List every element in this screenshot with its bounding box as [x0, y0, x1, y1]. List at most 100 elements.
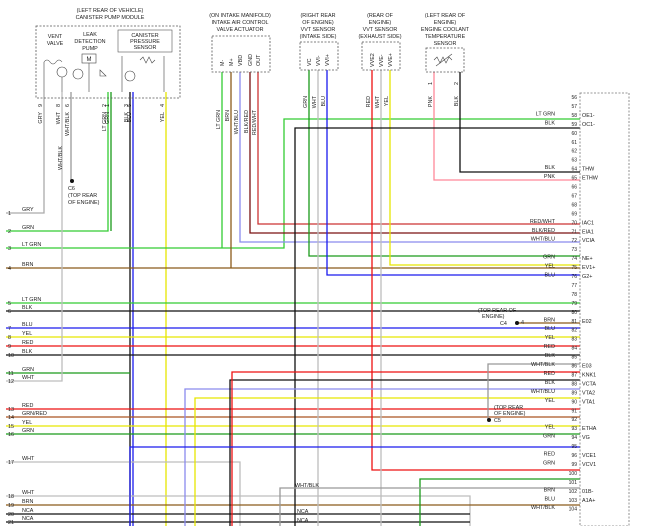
wire-lt-grn-3 [6, 118, 580, 249]
canister-pump-module: (LEFT REAR OF VEHICLE) CANISTER PUMP MOD… [35, 8, 181, 99]
left-wire-label: LT GRN [22, 242, 41, 248]
ecm-wire-label: GRN [543, 460, 555, 466]
c4-connector-dot [515, 321, 519, 325]
left-wire-label: BRN [22, 499, 33, 505]
ecm-pin-number: 102 [569, 489, 578, 495]
vvt-intake-pin-name: VC [307, 58, 313, 66]
left-wire-number: 11 [8, 371, 14, 377]
left-wire-label: GRN [22, 225, 34, 231]
ecm-pin-number: 65 [571, 176, 577, 182]
c4-location-1: (TOP REAR OF [478, 308, 517, 314]
ecm-pin-name: OE1- [582, 113, 595, 119]
vvt-exhaust-wire-label: RED [366, 96, 372, 107]
vvt-intake-pin-name: VVI+ [325, 54, 331, 66]
ecm-pin-number: 87 [571, 372, 577, 378]
ground-c4: (TOP REAR OF ENGINE) C4 4 [478, 308, 524, 327]
left-wire-number: 2 [8, 229, 11, 235]
ecm-wire-label: BLU [545, 326, 556, 332]
left-wire-number: 21 [8, 520, 14, 526]
left-wire-number: 10 [8, 353, 14, 359]
iac-wire-label: BLK/RED [244, 110, 250, 133]
ecm-wire-label: BLK [545, 380, 556, 386]
vvt-intake-title-1: (RIGHT REAR [301, 13, 336, 19]
canister-pin-number: 8 [56, 104, 62, 107]
bottom-wire-label: WHT/BLK [295, 483, 319, 489]
ecm-wire-label: WHT/BLK [531, 505, 555, 511]
vvt-exhaust-title-3: VVT SENSOR [363, 27, 398, 33]
pressure-sensor-label-2: PRESSURE [130, 39, 160, 45]
c5-location-2: OF ENGINE) [494, 411, 526, 417]
ecm-pin-name: E02 [582, 319, 592, 325]
ground-c5: (TOP REAR OF ENGINE) C5 [487, 405, 526, 424]
vvt-exhaust-pin-name: VVE+ [388, 53, 394, 67]
vent-valve-coil-icon [43, 59, 68, 92]
pressure-sensor-circuit-icon [121, 56, 165, 92]
ecm-pin-number: 60 [571, 131, 577, 137]
left-wire-number: 9 [8, 344, 11, 350]
ecm-pin-number: 61 [571, 140, 577, 146]
canister-module-title-2: CANISTER PUMP MODULE [76, 15, 145, 21]
ecm-pin-name: VTA2 [582, 390, 595, 396]
ecm-pin-number: 95 [571, 444, 577, 450]
wire-vvte-yel [389, 70, 580, 266]
left-wire-label: NCA [22, 508, 34, 514]
canister-pin-wire: BLU [127, 112, 133, 123]
ecm-pin-number: 57 [571, 104, 577, 110]
vent-valve-label-2: VALVE [47, 41, 64, 47]
ecm-pin-number: 90 [571, 399, 577, 405]
left-wire-number: 3 [8, 246, 11, 252]
nca-label-1: NCA [297, 509, 309, 515]
wire-ecm-wht-blk-86 [487, 363, 580, 420]
c4-label: C4 [500, 321, 507, 327]
left-wire-label: GRN/RED [22, 411, 47, 417]
ecm-pin-number: 96 [571, 453, 577, 459]
ground-c6: WHT/BLK C6 (TOP REAR OF ENGINE) [58, 146, 100, 206]
wire-gry-1 [6, 92, 45, 214]
ecm-pin-number: 80 [571, 310, 577, 316]
ecm-pin-number: 62 [571, 149, 577, 155]
ecm-pin-number: 70 [571, 220, 577, 226]
ecm-wire-label: WHT/BLU [531, 237, 555, 243]
ecm-pin-number: 82 [571, 328, 577, 334]
vvt-exhaust-wire-label: YEL [384, 96, 390, 106]
ecm-pin-number: 73 [571, 247, 577, 253]
left-wire-label: WHT [22, 456, 35, 462]
c5-location-1: (TOP REAR [494, 405, 523, 411]
vvt-exhaust-wire-label: WHT [375, 95, 381, 108]
iac-actuator: (ON INTAKE MANIFOLD) INTAKE AIR CONTROL … [209, 13, 271, 73]
ecm-wire-label: BLK [545, 120, 556, 126]
ecm-pin-number: 104 [569, 507, 578, 513]
wire-wht-12 [6, 215, 63, 382]
wire-vvti-grn [308, 70, 580, 257]
vvt-intake-title-3: VVT SENSOR [301, 27, 336, 33]
canister-pin-number: 9 [38, 104, 44, 107]
left-wire-label: LT GRN [22, 297, 41, 303]
ecm-pin-number: 89 [571, 390, 577, 396]
left-wire-number: 19 [8, 503, 14, 509]
ecm-wire-label: BLK/RED [532, 228, 555, 234]
ecm-pin-name: E03 [582, 364, 592, 370]
ect-wire-label: PNK [428, 96, 434, 107]
c4-pin-number: 4 [521, 320, 524, 326]
ecm-pin-number: 79 [571, 301, 577, 307]
vvt-intake-sensor: (RIGHT REAR OF ENGINE) VVT SENSOR (INTAK… [299, 13, 339, 71]
ecm-pin-number: 64 [571, 167, 577, 173]
ecm-pin-number: 74 [571, 256, 577, 262]
c6-location-1: (TOP REAR [68, 193, 97, 199]
wire-ect-pnk [433, 72, 580, 181]
c6-location-2: OF ENGINE) [68, 200, 100, 206]
wire-ecm-wht-blk-bottom [279, 487, 580, 526]
ecm-pin-number: 68 [571, 202, 577, 208]
ecm-wire-label: RED [544, 452, 555, 458]
ecm-pin-name: VG [582, 435, 590, 441]
ecm-wire-label: BLK [545, 165, 556, 171]
ecm-pin-number: 99 [571, 462, 577, 468]
vvt-intake-box [299, 41, 339, 71]
iac-wire-label: WHT/BLU [234, 110, 240, 134]
wire-iac-wht-blu [239, 72, 580, 243]
ecm-pin-number: 84 [571, 346, 577, 352]
left-wire-label: YEL [22, 331, 32, 337]
leak-pump-label-1: LEAK [83, 32, 97, 38]
